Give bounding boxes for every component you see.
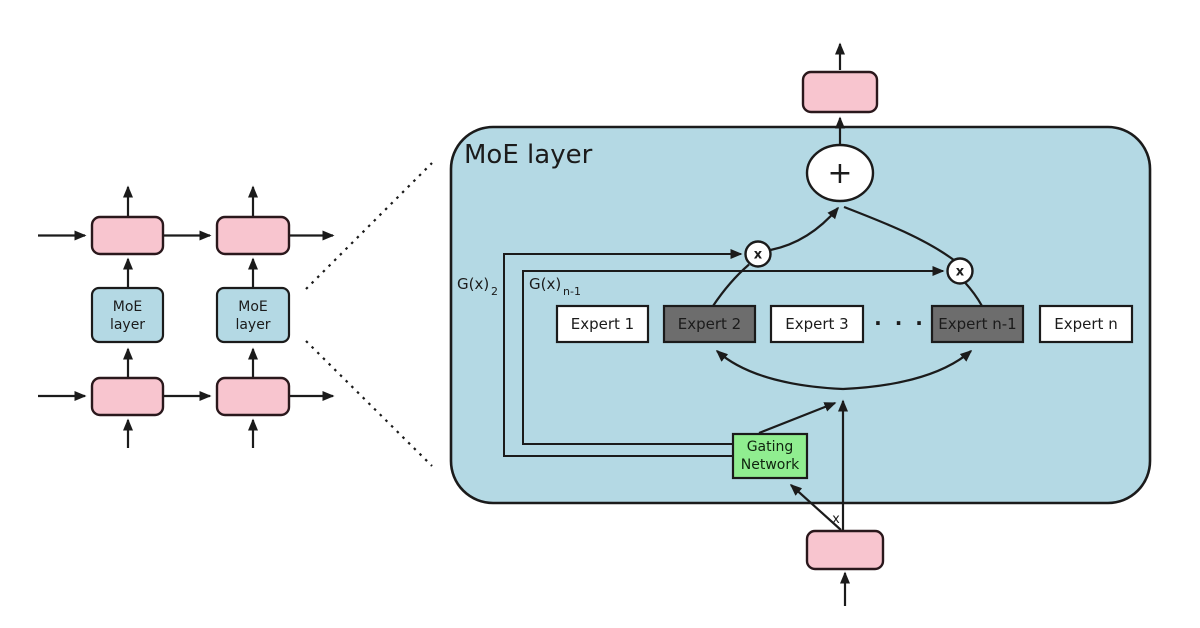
expert-n1-output-wire — [963, 281, 983, 307]
expert-2-label: Expert 2 — [678, 315, 741, 333]
expert-n1-label: Expert n-1 — [938, 315, 1016, 333]
moe-layer-box-right-label-line1: MoE — [238, 299, 268, 315]
moe-layer-box-right-label-line2: layer — [235, 317, 270, 333]
expert-n-label: Expert n — [1054, 315, 1117, 333]
expert-3-box — [769, 304, 865, 344]
expert-2-box — [662, 304, 757, 344]
gating-output-wire — [758, 401, 837, 435]
product-n1-to-sum-wire — [843, 205, 958, 263]
output-box — [801, 70, 879, 114]
moe-layer-box-right — [215, 286, 291, 344]
multiply-node-2 — [744, 240, 772, 268]
expert-3-label: Expert 3 — [785, 315, 848, 333]
moe-layer-box-left-label-line1: MoE — [113, 299, 143, 315]
dotted-connector-top — [305, 162, 433, 290]
gating-weight-wire-g2 — [503, 249, 743, 457]
rnn-cell-bottom-right — [215, 376, 291, 417]
expert-n-box — [1038, 304, 1134, 344]
gate-label-gn1-subscript: n-1 — [563, 285, 581, 298]
gate-label-g2: G(x) — [457, 275, 489, 293]
gate-label-gn1: G(x) — [529, 275, 561, 293]
panel-title: MoE layer — [464, 140, 593, 170]
rnn-cell-top-right — [215, 215, 291, 256]
experts-ellipsis: · · · — [874, 311, 926, 335]
multiply-node-n1 — [946, 257, 974, 285]
expert-1-box — [555, 304, 650, 344]
input-variable-label: x — [832, 512, 840, 527]
moe-layer-box-left-label-line2: layer — [110, 317, 145, 333]
expert2-output-wire — [712, 263, 750, 307]
stacked-network-diagram: MoE layer MoE layer — [38, 185, 335, 448]
multiply-node-n1-symbol: x — [956, 265, 965, 280]
gating-weight-wire-gn1 — [522, 266, 945, 445]
expert-1-label: Expert 1 — [571, 315, 634, 333]
expert-n1-box — [930, 304, 1025, 344]
gating-network-label-line2: Network — [741, 457, 800, 473]
product2-to-sum-wire — [770, 206, 839, 252]
moe-layer-box-left — [90, 286, 165, 344]
branch-wire-to-expert-n1 — [842, 350, 973, 391]
dotted-connector-bottom — [305, 340, 433, 467]
gating-network-box — [731, 432, 809, 480]
rnn-cell-bottom-left — [90, 376, 165, 417]
input-wire-to-gating — [789, 483, 842, 531]
moe-layer-panel: MoE layer G(x) 2 G(x) n-1 x Expert 1 Exp… — [449, 125, 1152, 531]
multiply-node-2-symbol: x — [754, 248, 763, 263]
gating-network-label-line1: Gating — [747, 439, 794, 455]
sum-node-symbol: + — [827, 156, 852, 191]
input-box — [805, 529, 885, 571]
branch-wire-to-expert2 — [715, 349, 844, 391]
rnn-cell-top-left — [90, 215, 165, 256]
gate-label-g2-subscript: 2 — [491, 285, 498, 298]
